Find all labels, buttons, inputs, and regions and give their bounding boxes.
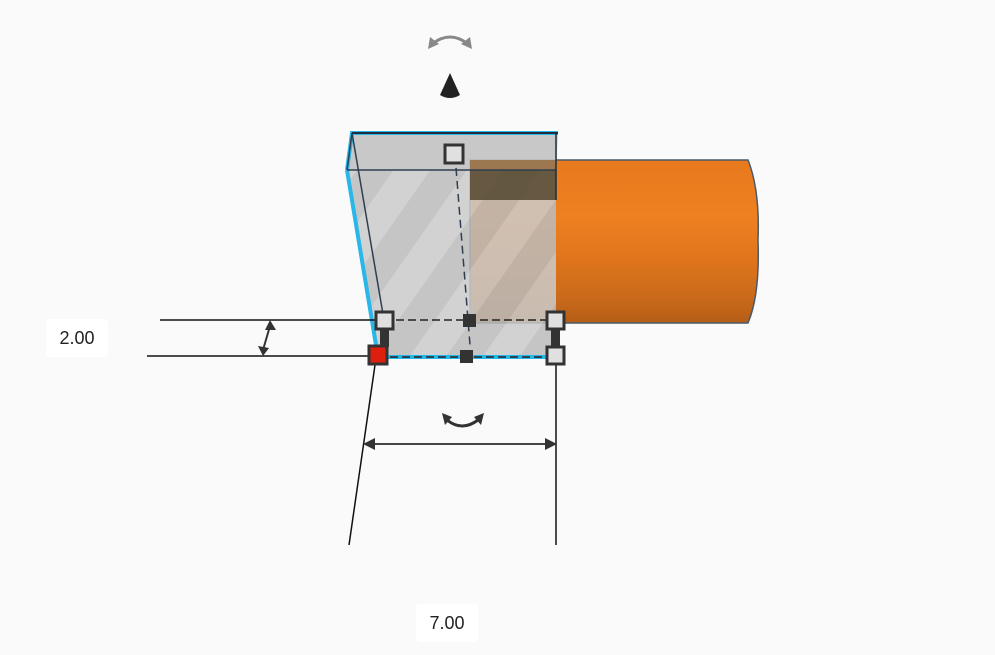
handle-edge-back-mid[interactable]	[463, 314, 476, 327]
handle-corner-front-right[interactable]	[545, 345, 566, 366]
handle-corner-back-left[interactable]	[374, 310, 395, 331]
lift-cone-icon[interactable]	[440, 73, 460, 98]
height-value-input[interactable]: 2.00	[46, 319, 108, 357]
handle-edge-front-mid[interactable]	[460, 350, 473, 363]
handle-top-center[interactable]	[443, 143, 465, 165]
width-dimension	[348, 364, 557, 546]
width-value-input[interactable]: 7.00	[416, 604, 478, 642]
rotate-arrow-icon[interactable]	[428, 35, 472, 49]
height-dimension	[147, 319, 378, 357]
rotate-arrow-icon[interactable]	[442, 413, 484, 428]
handle-corner-front-left-active[interactable]	[367, 344, 389, 366]
handle-connector	[380, 329, 389, 347]
handle-corner-back-right[interactable]	[545, 310, 566, 331]
handle-connector	[551, 329, 560, 347]
